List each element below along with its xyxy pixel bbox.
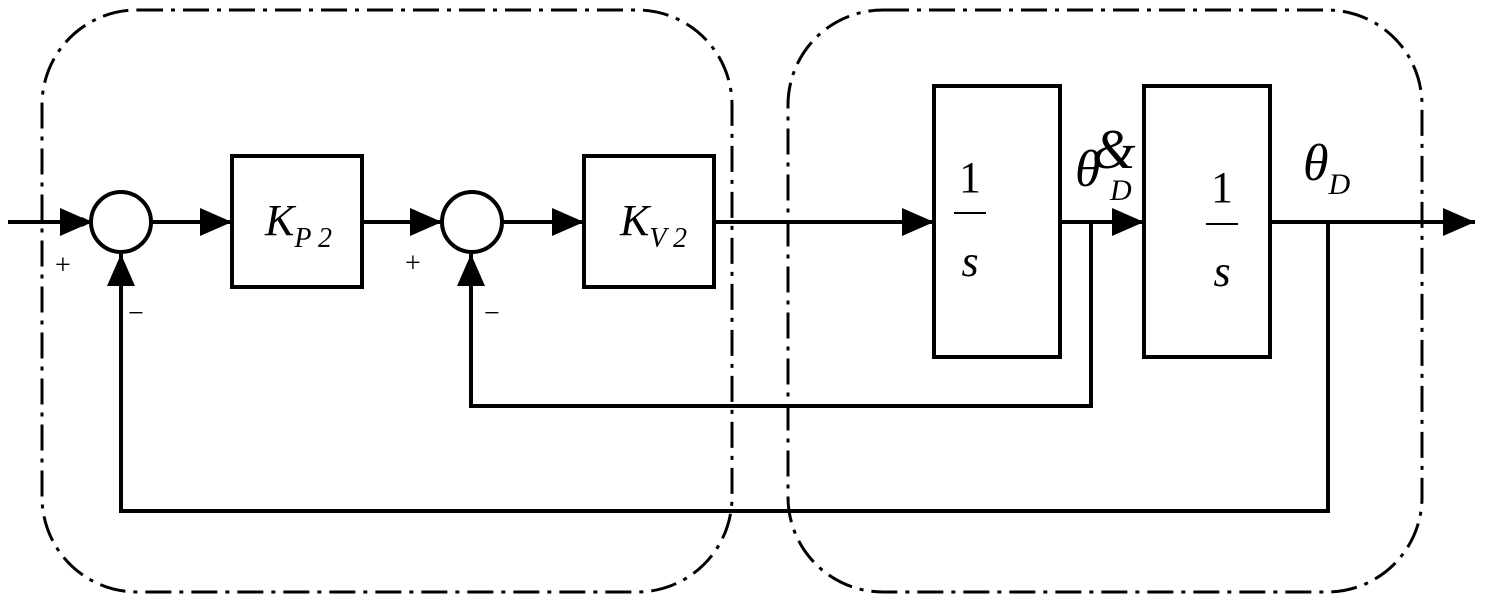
integrator-block-2 [1144,86,1270,357]
sum-junction-2 [442,192,502,252]
arrowhead-inner-feedback [457,254,485,286]
sum-junction-1 [91,192,151,252]
kp-block [232,156,362,287]
theta-dot-overlay: & [1092,119,1136,181]
arrowhead-kv [552,208,584,236]
int2-denominator: s [1213,247,1230,296]
theta-dot-subscript: D [1109,174,1132,207]
int1-numerator: 1 [959,153,981,202]
sum2-minus-sign: − [484,298,500,329]
arrowhead-kp [200,208,232,236]
arrowhead-int2 [1112,208,1144,236]
sum1-minus-sign: − [128,298,144,329]
theta-output-label: θD [1303,135,1351,201]
arrowhead-outer-feedback [107,254,135,286]
arrowhead-output [1443,208,1475,236]
arrowhead-sum2 [410,208,442,236]
int1-denominator: s [961,237,978,286]
int2-numerator: 1 [1211,163,1233,212]
arrowhead-input [60,208,92,236]
sum2-plus-sign: + [405,248,421,279]
integrator-block-1 [934,86,1060,357]
controller-region [42,10,732,592]
sum1-plus-sign: + [55,250,71,281]
arrowhead-int1 [902,208,934,236]
